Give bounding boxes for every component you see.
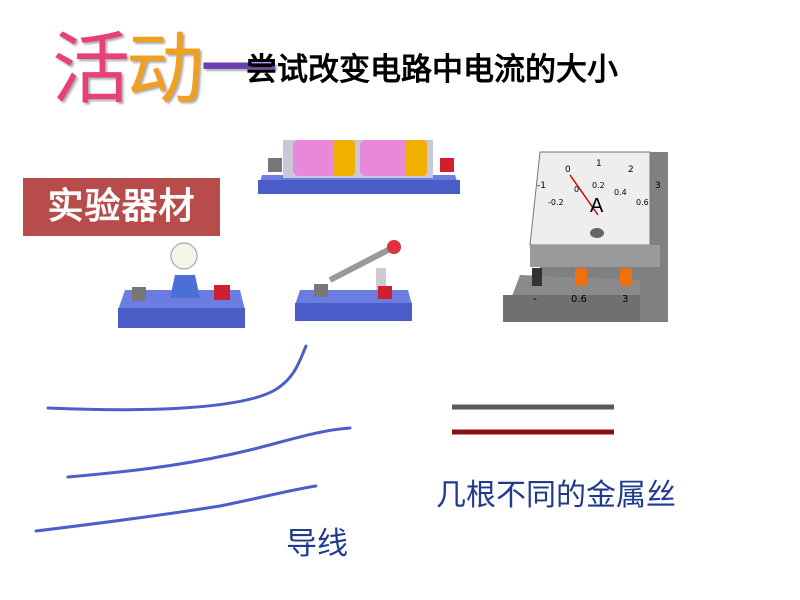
metal-wire-label: 几根不同的金属丝 xyxy=(436,478,676,513)
ammeter-scale-bottom-2: 0 xyxy=(574,185,579,194)
ammeter-scale-bottom-3: 0.2 xyxy=(592,181,605,190)
art-char-3: 一 xyxy=(200,25,278,115)
light-bulb-image xyxy=(118,242,245,328)
ammeter-scale-top-2: 0 xyxy=(565,165,571,175)
activity-title-art: 活动一 xyxy=(52,22,278,118)
ammeter-scale-bottom-1: -0.2 xyxy=(548,198,564,207)
ammeter-scale-top-4: 2 xyxy=(628,165,634,175)
ammeter-scale-bottom-4: 0.4 xyxy=(614,188,627,197)
ammeter-scale-bottom-5: 0.6 xyxy=(636,198,649,207)
terminal-label-3: 3 xyxy=(622,294,628,305)
ammeter-scale-top-3: 1 xyxy=(596,159,602,169)
terminal-label-neg: - xyxy=(533,292,537,305)
ammeter-scale-top-5: 3 xyxy=(655,181,661,191)
wires-image xyxy=(34,344,352,533)
battery-holder-image xyxy=(258,140,460,194)
art-char-1: 活 xyxy=(52,25,130,115)
art-char-2: 动 xyxy=(126,25,204,115)
ammeter-scale-top-1: -1 xyxy=(537,181,546,191)
ammeter-unit: A xyxy=(590,195,604,217)
switch-image xyxy=(295,240,412,321)
terminal-label-0-6: 0.6 xyxy=(571,294,587,305)
ammeter-image: A -1 0 1 2 3 -0.2 0 0.2 0.4 0.6 - 0.6 3 xyxy=(503,151,668,322)
equipment-label: 实验器材 xyxy=(23,178,220,236)
wire-label: 导线 xyxy=(286,526,348,562)
slide-heading: 尝试改变电路中电流的大小 xyxy=(246,52,618,88)
